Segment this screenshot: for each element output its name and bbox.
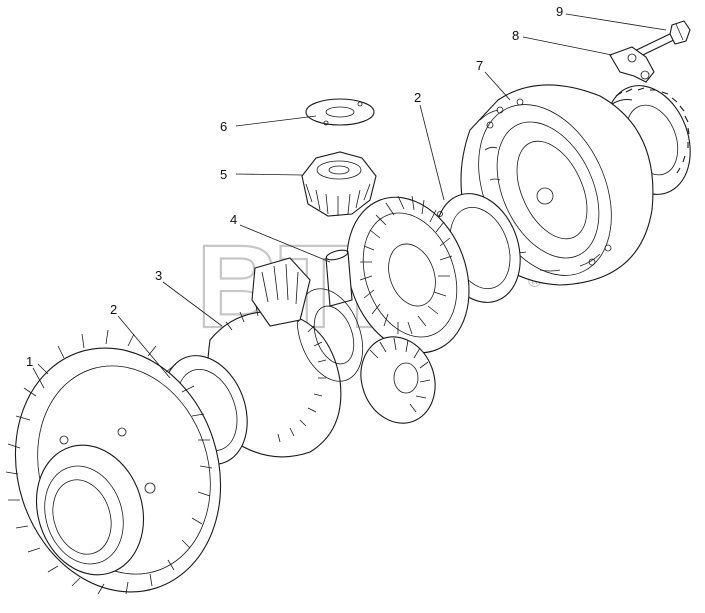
pinion-gear — [301, 151, 377, 217]
bolt — [619, 20, 691, 66]
leader-8 — [522, 36, 613, 56]
callout-3: 3 — [155, 268, 162, 283]
leader-4 — [239, 224, 331, 263]
callout-2-upper: 2 — [414, 90, 421, 105]
callout-7: 7 — [476, 58, 483, 73]
leader-2-lower — [117, 315, 171, 379]
leader-2-upper — [419, 104, 445, 201]
leader-5 — [235, 173, 303, 176]
leader-6 — [235, 115, 317, 127]
large-helical-gear — [5, 329, 222, 595]
lock-plate — [609, 46, 655, 83]
leader-1 — [32, 367, 45, 389]
side-bevel-gear — [346, 195, 470, 354]
lower-pinion-gear — [360, 336, 436, 424]
callout-6: 6 — [220, 119, 227, 134]
callout-2-lower: 2 — [110, 302, 117, 317]
pinion-washer — [305, 98, 375, 126]
leader-9 — [565, 13, 667, 31]
callout-5: 5 — [220, 167, 227, 182]
leader-3 — [162, 281, 223, 327]
callouts: 1 2 3 4 5 6 2 7 8 9 — [26, 4, 563, 369]
callout-1: 1 — [26, 354, 33, 369]
leader-lines — [32, 13, 667, 389]
callout-9: 9 — [556, 4, 563, 19]
callout-8: 8 — [512, 28, 519, 43]
callout-4: 4 — [230, 212, 237, 227]
leader-7 — [484, 71, 511, 101]
cross-pin — [325, 249, 353, 307]
